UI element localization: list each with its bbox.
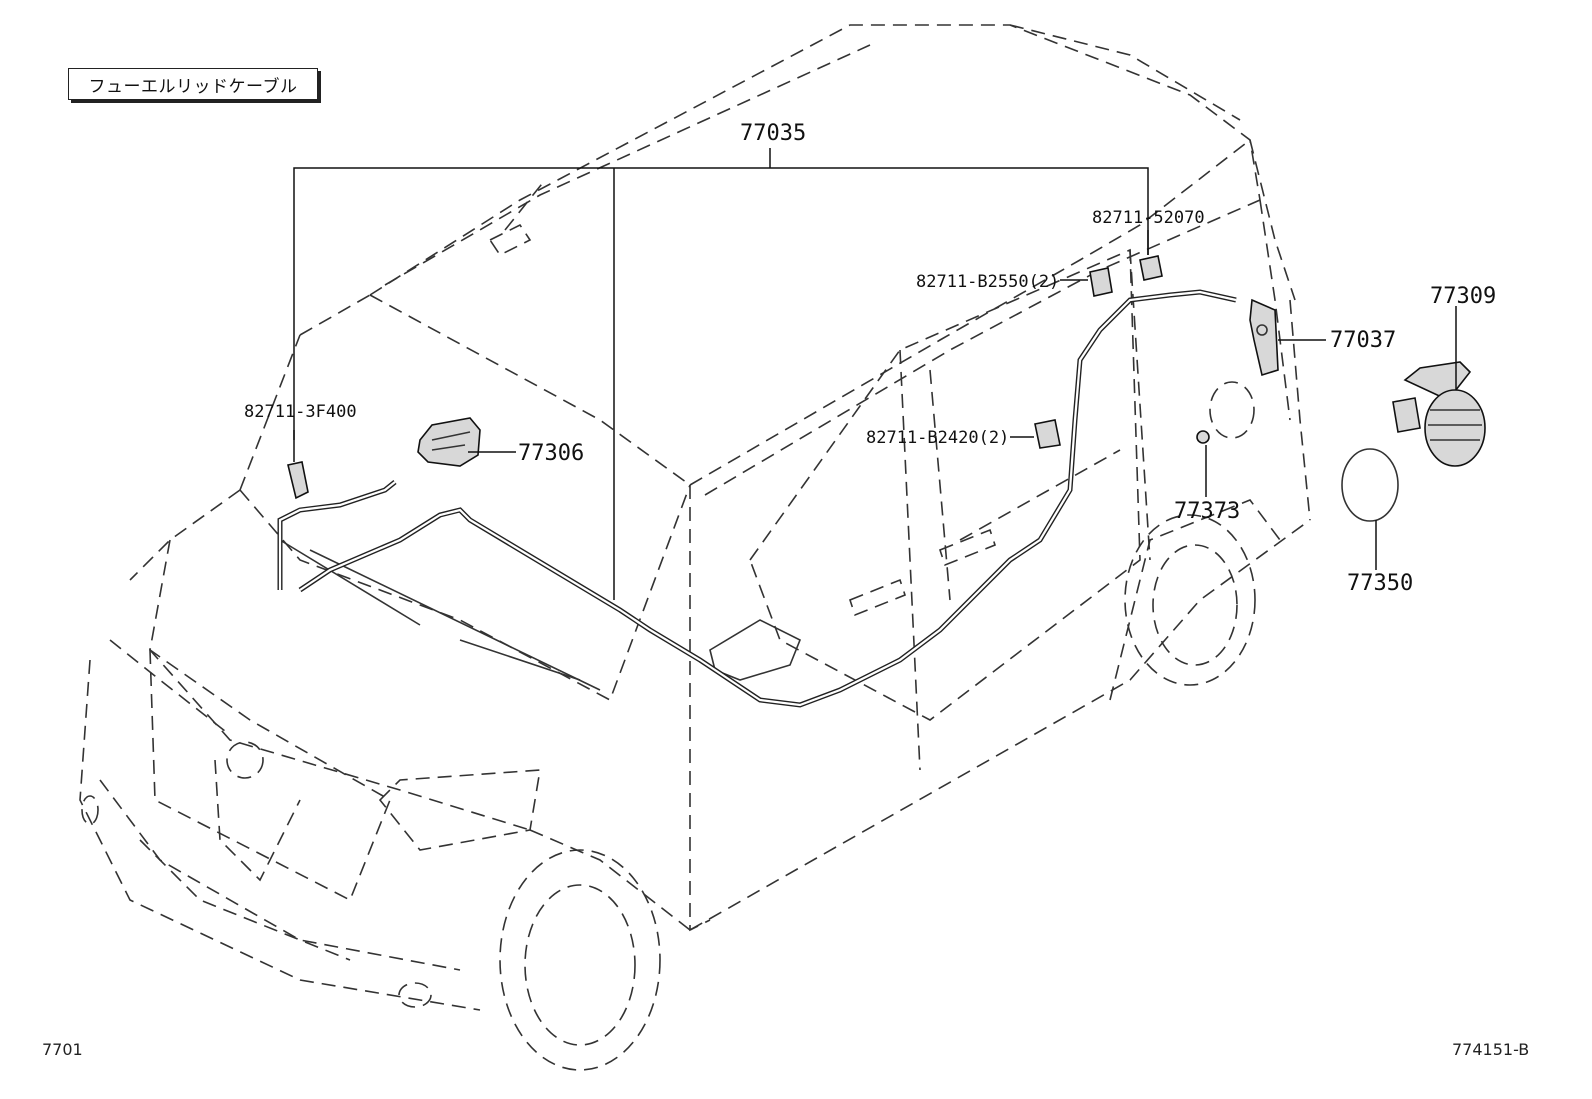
leader-lines	[293, 148, 1457, 600]
label-82711-B2420: 82711-B2420(2)	[866, 428, 1009, 448]
part-77350-seal-ring	[1341, 448, 1399, 522]
part-77373-bumper	[1196, 430, 1210, 444]
part-77309-fuel-lid	[1392, 361, 1486, 467]
label-77350: 77350	[1347, 571, 1413, 596]
figure-code: 774151-B	[1452, 1040, 1530, 1059]
fuel-lid-cable	[277, 289, 1237, 708]
vehicle-outline	[79, 24, 1311, 1071]
label-77035: 77035	[740, 121, 806, 146]
label-77309: 77309	[1430, 284, 1496, 309]
label-77373: 77373	[1174, 499, 1240, 524]
part-77306-handle	[417, 417, 481, 467]
part-82711-B2550-clamp	[1089, 267, 1113, 297]
part-82711-B2420-clamp	[1034, 419, 1061, 449]
label-82711-3F400: 82711-3F400	[244, 402, 357, 422]
label-82711-52070: 82711-52070	[1092, 208, 1205, 228]
label-77037: 77037	[1330, 328, 1396, 353]
part-82711-3F400-clamp	[287, 461, 309, 500]
diagram-title: フューエルリッドケーブル	[68, 68, 318, 100]
part-77037-opener	[1249, 298, 1279, 377]
label-77306: 77306	[518, 441, 584, 466]
page-code: 7701	[42, 1040, 83, 1059]
part-82711-52070-clamp	[1139, 255, 1163, 281]
part-labels: 77035 82711-52070 82711-B2550(2) 77037 7…	[244, 121, 1496, 596]
label-82711-B2550: 82711-B2550(2)	[916, 272, 1059, 292]
